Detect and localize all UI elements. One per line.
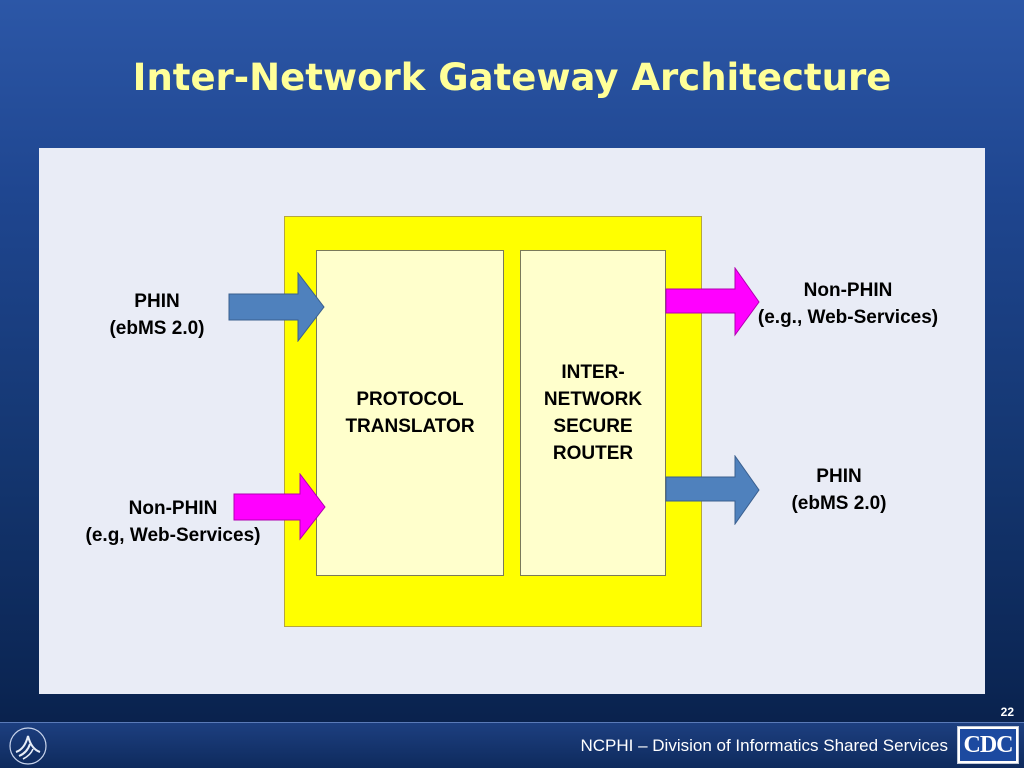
non-phin-input-label: Non-PHIN (e.g, Web-Services) <box>85 498 261 546</box>
phin-input-arrow <box>228 272 325 342</box>
non-phin-output-label: Non-PHIN (e.g., Web-Services) <box>757 280 939 328</box>
cdc-logo: CDC <box>957 726 1019 764</box>
non-phin-output-arrow <box>665 267 760 337</box>
non-phin-input-arrow <box>233 473 326 541</box>
footer-text: NCPHI – Division of Informatics Shared S… <box>580 736 948 755</box>
cdc-logo-text: CDC <box>960 729 1016 761</box>
hhs-eagle-icon <box>9 727 47 765</box>
phin-output-label: PHIN (ebMS 2.0) <box>791 466 887 514</box>
footer-bar <box>0 722 1024 768</box>
slide-title: Inter-Network Gateway Architecture <box>132 56 892 99</box>
phin-input-label: PHIN (ebMS 2.0) <box>109 291 205 339</box>
page-number: 22 <box>1000 705 1014 719</box>
phin-output-arrow <box>665 455 760 525</box>
protocol-translator-box: PROTOCOL TRANSLATOR <box>316 250 504 576</box>
inter-network-router-box: INTER- NETWORK SECURE ROUTER <box>520 250 666 576</box>
